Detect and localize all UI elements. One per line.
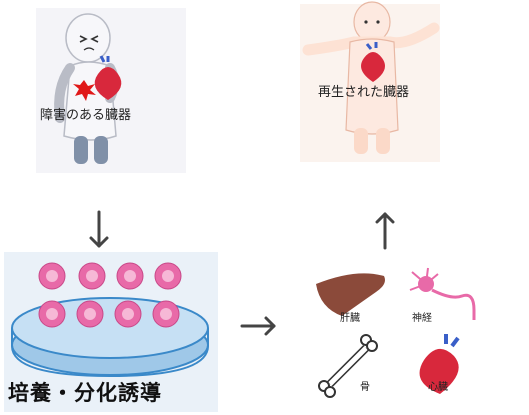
liver-illustration [316,273,385,316]
nerve-cell-illustration [409,267,476,320]
arrow-right [240,316,276,336]
damaged-figure-illustration [54,13,122,164]
heart-illustration [419,334,460,394]
liver-label: 肝臓 [340,313,360,324]
arrow-down [89,210,109,248]
nerve-label: 神経 [412,313,432,324]
regenerated-figure-illustration [302,1,440,154]
regenerated-organ-label: 再生された臓器 [318,85,410,100]
culture-dish-illustration [11,262,209,378]
damaged-organ-label: 障害のある臓器 [40,108,132,123]
heart-label: 心臓 [428,382,448,393]
bone-label: 骨 [360,382,370,393]
culture-differentiation-label: 培養・分化誘導 [8,381,162,405]
pain-burst-icon [73,80,96,101]
bone-illustration [318,334,378,398]
arrow-up [375,212,395,250]
